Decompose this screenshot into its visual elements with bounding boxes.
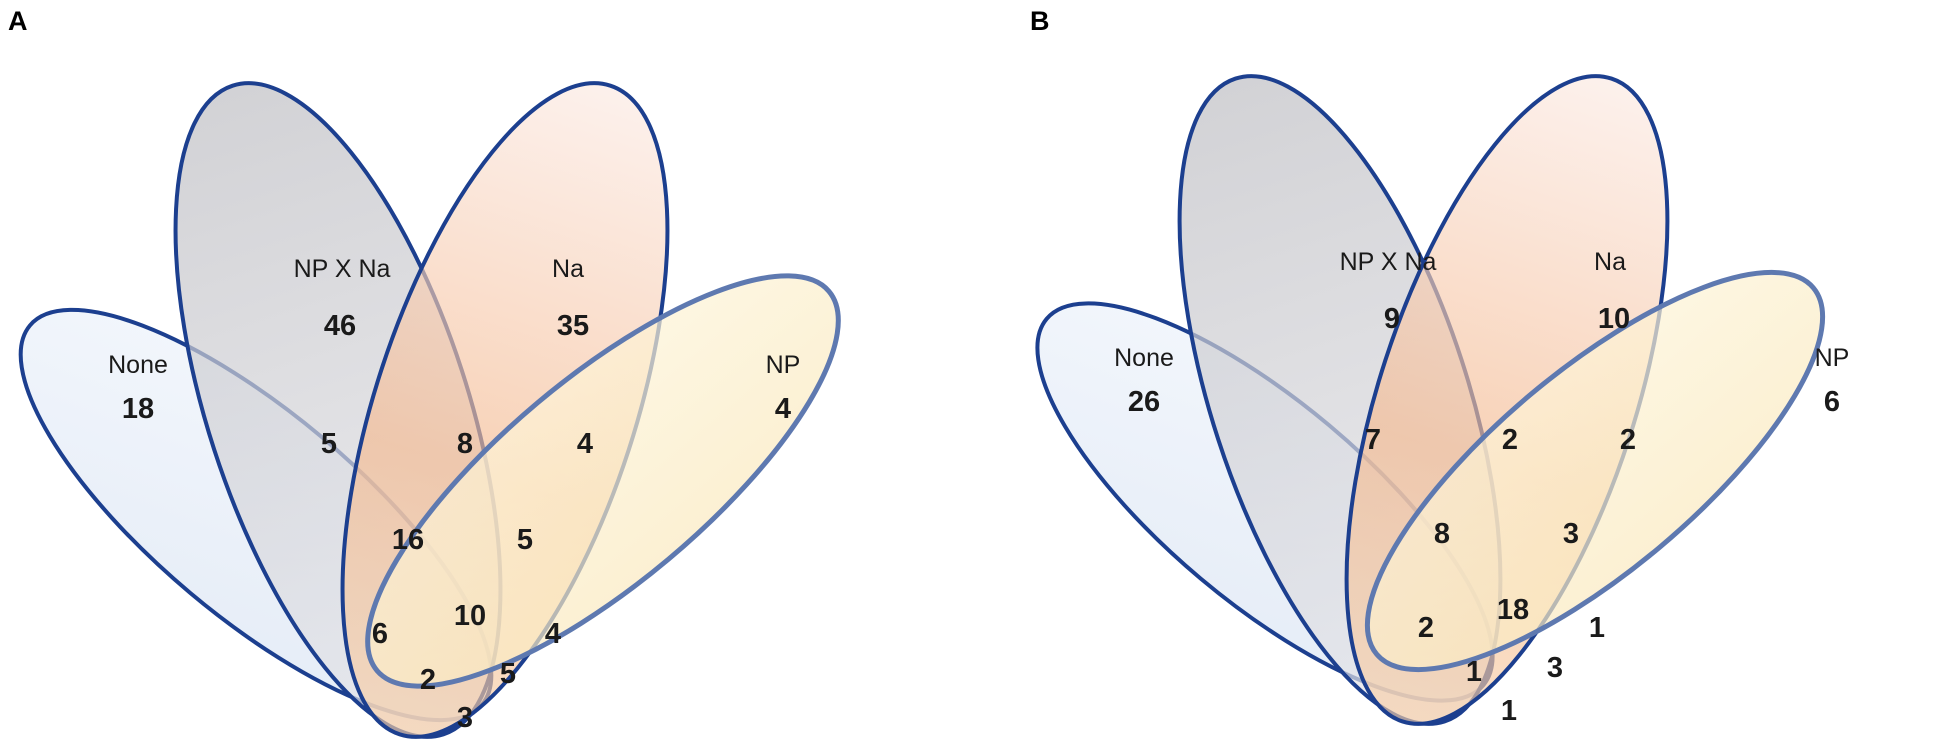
set-label-na: Na [1594,248,1626,276]
region-value: 1 [1589,612,1605,644]
region-value: 5 [500,658,516,690]
region-value: 4 [577,428,593,460]
region-value: 9 [1384,303,1400,335]
region-value: 8 [457,428,473,460]
set-label-np-x-na: NP X Na [294,255,391,283]
region-value: 26 [1128,386,1160,418]
region-value: 6 [1824,386,1840,418]
region-value: 10 [1598,303,1630,335]
region-value: 3 [457,702,473,734]
panel-letter: A [8,6,28,36]
region-value: 5 [517,524,533,556]
panel-letter: B [1030,6,1050,36]
region-value: 1 [1466,656,1482,688]
region-value: 2 [1418,612,1434,644]
region-value: 18 [1497,594,1529,626]
region-value: 35 [557,310,589,342]
region-value: 2 [1620,424,1636,456]
region-value: 46 [324,310,356,342]
region-value: 10 [454,600,486,632]
venn-panel-a: A None NP X Na [8,6,841,739]
set-label-none: None [1114,344,1174,372]
region-value: 4 [775,393,791,425]
region-value: 16 [392,524,424,556]
region-value: 4 [545,618,561,650]
set-label-np: NP [1815,344,1850,372]
set-label-np: NP [766,351,801,379]
venn-diagram: None NP X Na Na NP 18 46 35 4 5 8 4 16 5… [18,81,841,739]
region-value: 3 [1563,518,1579,550]
region-value: 6 [372,618,388,650]
set-ellipse-np [365,273,841,689]
region-value: 7 [1365,424,1381,456]
venn-panel-b: B None NP X Na [1022,0,1955,748]
set-label-none: None [108,351,168,379]
region-value: 3 [1547,652,1563,684]
region-value: 18 [122,393,154,425]
region-value: 2 [1502,424,1518,456]
set-ellipse-np [1364,269,1826,673]
set-label-np-x-na: NP X Na [1340,248,1437,276]
region-value: 8 [1434,518,1450,550]
region-value: 5 [321,428,337,460]
region-value: 2 [420,664,436,696]
venn-diagram: None NP X Na Na NP 26 9 10 6 7 2 2 8 3 1… [1035,74,1850,727]
region-value: 1 [1501,695,1517,727]
set-label-na: Na [552,255,584,283]
